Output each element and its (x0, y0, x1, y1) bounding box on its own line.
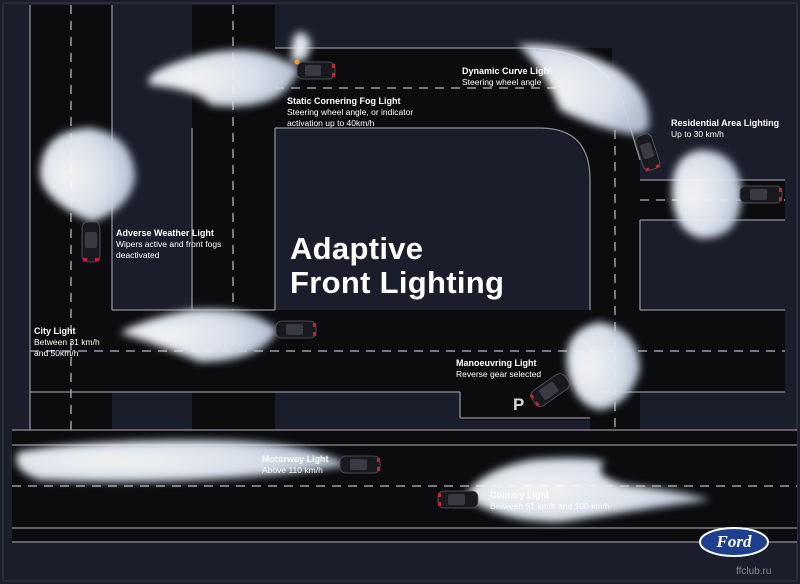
label-desc: Between 51 km/h and 100 km/h (490, 501, 610, 511)
label-desc: Up to 30 km/h (671, 129, 724, 139)
label-title: Static Cornering Fog Light (287, 96, 401, 106)
page-title: Adaptive Front Lighting (290, 232, 504, 300)
ford-logo: Ford (700, 527, 768, 557)
beam-manoeuvring (566, 322, 640, 410)
label-desc: Steering wheel angle (462, 77, 542, 87)
road-parking-area (460, 390, 590, 420)
beam-country (465, 457, 710, 522)
label-title: Motorway Light (262, 454, 329, 464)
label-title: Country Light (490, 490, 549, 500)
car-adverse-weather (81, 221, 101, 263)
title-line-2: Front Lighting (290, 265, 505, 300)
beam-static-cornering (148, 50, 300, 107)
watermark: ffclub.ru (736, 566, 772, 577)
label-dynamic-curve: Dynamic Curve Light Steering wheel angle (462, 66, 572, 88)
car-country (437, 490, 479, 509)
label-title: Dynamic Curve Light (462, 66, 553, 76)
indicator-icon (294, 59, 300, 65)
label-residential: Residential Area Lighting Up to 30 km/h (671, 118, 786, 140)
parking-sign: P (513, 395, 525, 414)
ford-logo-oval (699, 527, 769, 557)
car-city (275, 320, 317, 339)
label-motorway: Motorway Light Above 110 km/h (262, 454, 342, 476)
label-adverse-weather: Adverse Weather Light Wipers active and … (116, 228, 226, 261)
ford-logo-text: Ford (716, 532, 752, 551)
label-title: Manoeuvring Light (456, 358, 537, 368)
label-desc: Steering wheel angle, or indicator activ… (287, 107, 414, 128)
beam-city (120, 309, 278, 362)
car-residential (739, 185, 783, 204)
label-desc: Above 110 km/h (262, 465, 323, 475)
light-beams (16, 31, 742, 522)
label-desc: Reverse gear selected (456, 369, 542, 379)
beam-fog-corner (291, 31, 311, 62)
label-title: Residential Area Lighting (671, 118, 780, 128)
car-dynamic-curve (635, 133, 661, 172)
car-manoeuvring (529, 373, 570, 407)
beam-motorway (16, 440, 345, 482)
title-line-1: Adaptive (290, 231, 424, 266)
beam-adverse-weather (40, 128, 135, 222)
label-city: City Light Between 31 km/h and 50km/h (34, 326, 109, 359)
car-static-cornering (294, 59, 336, 80)
label-static-cornering: Static Cornering Fog Light Steering whee… (287, 96, 437, 129)
cars (81, 59, 783, 509)
label-country: Country Light Between 51 km/h and 100 km… (490, 490, 640, 512)
label-title: City Light (34, 326, 76, 336)
label-desc: Between 31 km/h and 50km/h (34, 337, 100, 358)
car-motorway (339, 455, 381, 474)
label-title: Adverse Weather Light (116, 228, 214, 238)
beam-dynamic-curve (518, 44, 649, 135)
label-manoeuvring: Manoeuvring Light Reverse gear selected (456, 358, 556, 380)
label-desc: Wipers active and front fogs deactivated (116, 239, 222, 260)
beam-residential (672, 150, 742, 239)
